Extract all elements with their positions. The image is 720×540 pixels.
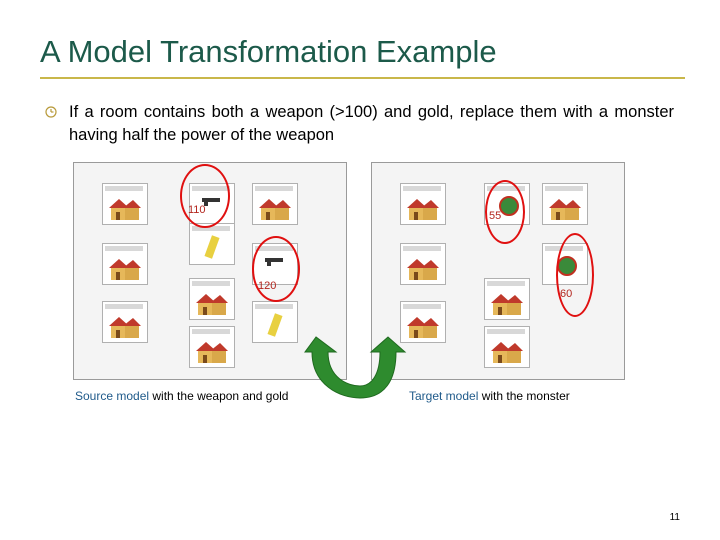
room-node xyxy=(400,183,446,225)
house-icon xyxy=(194,291,230,317)
gold-bar-icon xyxy=(204,235,220,259)
house-icon xyxy=(107,256,143,282)
gold-bar-icon xyxy=(267,313,283,337)
monster-55-highlight xyxy=(485,180,525,244)
source-caption-accent: Source model xyxy=(75,389,150,403)
house-icon xyxy=(257,196,293,222)
room-node xyxy=(400,301,446,343)
weapon-110-highlight xyxy=(180,164,230,228)
weapon-120-highlight xyxy=(252,236,300,302)
house-icon xyxy=(107,314,143,340)
clock-bullet-icon xyxy=(45,106,57,118)
target-caption-accent: Target model xyxy=(409,389,479,403)
house-icon xyxy=(405,196,441,222)
target-caption: Target model with the monster xyxy=(409,389,570,403)
monster-power-60: 60 xyxy=(560,288,573,300)
house-icon xyxy=(405,314,441,340)
source-caption-rest: with the weapon and gold xyxy=(149,389,289,403)
house-icon xyxy=(405,256,441,282)
room-node xyxy=(189,278,235,320)
weapon-power-120: 120 xyxy=(258,280,277,292)
room-node xyxy=(252,183,298,225)
room-node xyxy=(189,326,235,368)
house-icon xyxy=(489,339,525,365)
monster-power-55: 55 xyxy=(489,210,502,222)
gold-node xyxy=(189,223,235,265)
monster-60-highlight xyxy=(556,233,594,317)
target-caption-rest: with the monster xyxy=(478,389,570,403)
slide-title: A Model Transformation Example xyxy=(40,34,497,69)
gold-node xyxy=(252,301,298,343)
page-number: 11 xyxy=(669,512,680,523)
source-caption: Source model with the weapon and gold xyxy=(75,389,288,403)
house-icon xyxy=(489,291,525,317)
bullet-text: If a room contains both a weapon (>100) … xyxy=(69,103,674,144)
room-node xyxy=(542,183,588,225)
room-node xyxy=(102,301,148,343)
room-node xyxy=(484,326,530,368)
title-divider xyxy=(40,77,685,79)
room-node xyxy=(400,243,446,285)
room-node xyxy=(102,183,148,225)
room-node xyxy=(484,278,530,320)
house-icon xyxy=(547,196,583,222)
house-icon xyxy=(107,196,143,222)
house-icon xyxy=(194,339,230,365)
room-node xyxy=(102,243,148,285)
weapon-power-110: 110 xyxy=(188,204,206,216)
